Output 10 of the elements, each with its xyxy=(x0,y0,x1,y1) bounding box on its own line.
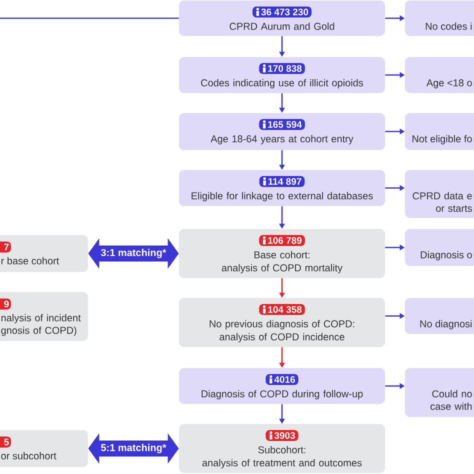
flow-box: Not eligible fo xyxy=(405,113,474,150)
flow-box: Could no case with xyxy=(405,368,474,417)
flow-box: No diagnosi xyxy=(405,298,474,334)
edge-label: 5:1 matching* xyxy=(101,444,166,454)
flow-box: No codes i xyxy=(405,0,474,36)
connector-line xyxy=(0,18,179,19)
flow-box: Age <18 o xyxy=(405,57,474,93)
flow-box: CPRD data e or starts xyxy=(405,170,474,218)
edge-label: 3:1 matching* xyxy=(100,248,166,258)
flow-box: Diagnosis o xyxy=(405,229,474,266)
